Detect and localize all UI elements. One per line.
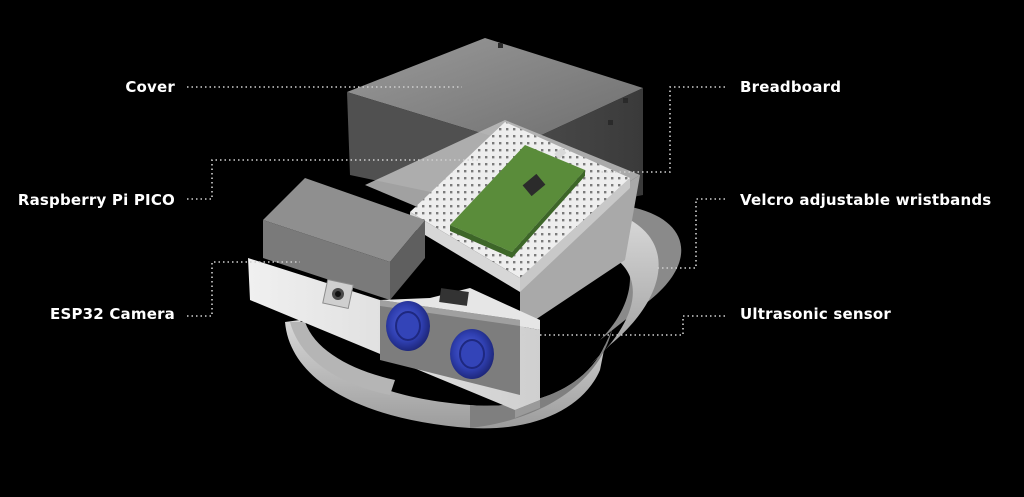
leader-velcro: [655, 198, 725, 269]
label-velcro-wristbands: Velcro adjustable wristbands: [740, 191, 992, 209]
leader-ultrasonic: [520, 315, 725, 336]
leader-breadboard: [600, 86, 725, 173]
leader-pico: [187, 159, 480, 200]
wristband-front: [285, 320, 605, 429]
camera-housing-front: [263, 220, 390, 300]
camera-housing-top: [263, 178, 425, 262]
leader-camera: [187, 261, 300, 317]
label-raspberry-pi-pico: Raspberry Pi PICO: [17, 191, 175, 209]
pico-board: [450, 145, 585, 252]
label-breadboard: Breadboard: [740, 78, 842, 96]
label-esp32-camera: ESP32 Camera: [50, 305, 175, 323]
label-ultrasonic-sensor: Ultrasonic sensor: [740, 305, 891, 323]
cover-top: [347, 38, 643, 145]
label-cover: Cover: [125, 78, 175, 96]
